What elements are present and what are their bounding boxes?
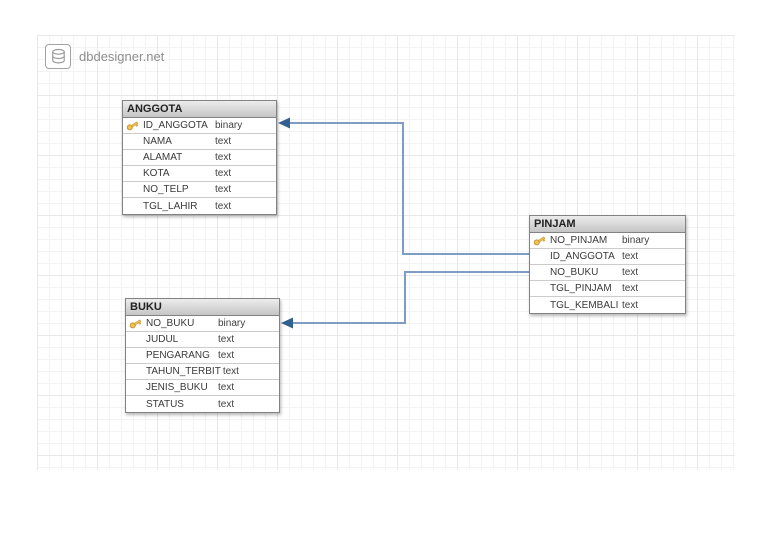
- field-type: binary: [218, 318, 246, 329]
- table-row[interactable]: PENGARANG text: [126, 348, 279, 364]
- field-name: KOTA: [143, 168, 170, 179]
- table-row[interactable]: NO_PINJAM binary: [530, 233, 685, 249]
- app-logo: dbdesigner.net: [45, 44, 164, 69]
- table-row[interactable]: TGL_LAHIR text: [123, 198, 276, 214]
- field-name: NAMA: [143, 136, 172, 147]
- primary-key-icon: [129, 318, 146, 329]
- database-icon: [45, 44, 71, 69]
- table-row[interactable]: KOTA text: [123, 166, 276, 182]
- table-row[interactable]: TGL_PINJAM text: [530, 281, 685, 297]
- field-type: text: [622, 251, 639, 262]
- field-type: text: [222, 366, 239, 377]
- field-name: ID_ANGGOTA: [550, 251, 615, 262]
- table-row[interactable]: NO_BUKU text: [530, 265, 685, 281]
- field-name: JENIS_BUKU: [146, 382, 208, 393]
- field-name: TAHUN_TERBIT: [146, 366, 221, 377]
- field-type: text: [215, 136, 232, 147]
- field-type: text: [215, 152, 232, 163]
- field-type: text: [218, 382, 235, 393]
- field-name: ID_ANGGOTA: [143, 120, 208, 131]
- field-name: ALAMAT: [143, 152, 183, 163]
- field-type: text: [215, 200, 232, 212]
- field-type: binary: [215, 120, 243, 131]
- table-row[interactable]: NO_BUKU binary: [126, 316, 279, 332]
- table-row[interactable]: JENIS_BUKU text: [126, 380, 279, 396]
- table-row[interactable]: NAMA text: [123, 134, 276, 150]
- field-name: TGL_PINJAM: [550, 283, 612, 294]
- field-name: TGL_KEMBALI: [550, 299, 619, 311]
- field-type: text: [218, 398, 235, 410]
- field-type: text: [622, 283, 639, 294]
- table-row[interactable]: NO_TELP text: [123, 182, 276, 198]
- table-row[interactable]: ALAMAT text: [123, 150, 276, 166]
- primary-key-icon: [533, 235, 550, 246]
- field-name: NO_BUKU: [550, 267, 599, 278]
- field-name: NO_PINJAM: [550, 235, 608, 246]
- field-type: text: [215, 184, 232, 195]
- field-name: NO_TELP: [143, 184, 189, 195]
- entity-pinjam-title[interactable]: PINJAM: [530, 216, 685, 233]
- table-row[interactable]: ID_ANGGOTA text: [530, 249, 685, 265]
- field-type: text: [218, 350, 235, 361]
- table-row[interactable]: JUDUL text: [126, 332, 279, 348]
- field-type: text: [622, 299, 639, 311]
- field-type: text: [215, 168, 232, 179]
- field-name: JUDUL: [146, 334, 179, 345]
- entity-buku-title[interactable]: BUKU: [126, 299, 279, 316]
- field-name: PENGARANG: [146, 350, 210, 361]
- table-row[interactable]: ID_ANGGOTA binary: [123, 118, 276, 134]
- app-title: dbdesigner.net: [79, 49, 165, 64]
- table-row[interactable]: STATUS text: [126, 396, 279, 412]
- entity-anggota-title[interactable]: ANGGOTA: [123, 101, 276, 118]
- field-name: TGL_LAHIR: [143, 200, 198, 212]
- field-name: NO_BUKU: [146, 318, 195, 329]
- field-type: binary: [622, 235, 650, 246]
- field-type: text: [218, 334, 235, 345]
- field-name: STATUS: [146, 398, 184, 410]
- primary-key-icon: [126, 120, 143, 131]
- field-type: text: [622, 267, 639, 278]
